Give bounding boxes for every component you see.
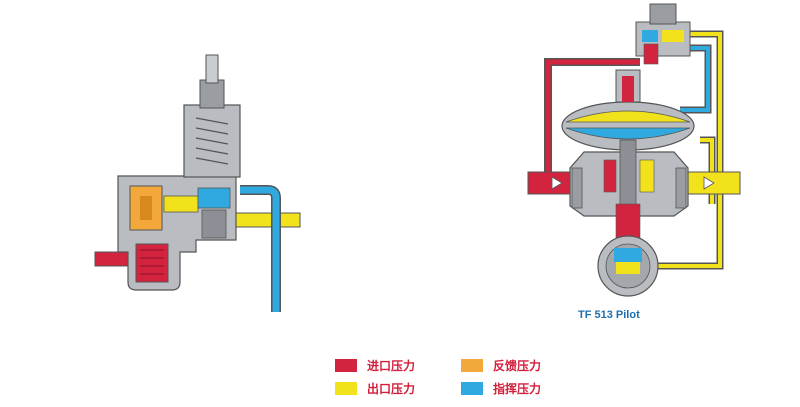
- right-diagram-caption: TF 513 Pilot: [578, 309, 640, 321]
- right-pilot-chamber: [565, 127, 691, 140]
- left-pilot-chamber: [197, 187, 231, 209]
- inlet-flow-arrow: [551, 176, 563, 190]
- left-adjust-screw: [205, 54, 219, 84]
- left-outlet-pipe: [231, 212, 301, 228]
- legend-swatch-feedback: [461, 358, 483, 372]
- legend-swatch-pilot: [461, 381, 483, 395]
- legend-outlet-pressure: 出口压力: [335, 379, 415, 397]
- left-outlet-chamber: [163, 195, 199, 213]
- legend-feedback-pressure: 反馈压力: [461, 356, 541, 374]
- legend-label-inlet: 进口压力: [367, 358, 416, 373]
- left-pilot-cutaway: [94, 54, 301, 312]
- legend-label-outlet: 出口压力: [367, 381, 416, 396]
- right-regulator-assembly: [527, 3, 741, 297]
- left-spring: [195, 117, 229, 165]
- outlet-flow-arrow: [703, 176, 715, 190]
- legend-label-pilot: 指挥压力: [493, 381, 542, 396]
- legend-swatch-inlet: [335, 358, 357, 372]
- left-pilot-line: [240, 185, 281, 312]
- legend-pilot-pressure: 指挥压力: [461, 379, 541, 397]
- legend-swatch-outlet: [335, 381, 357, 395]
- legend-inlet-pressure: 进口压力: [335, 356, 415, 374]
- legend-label-feedback: 反馈压力: [493, 358, 542, 373]
- right-pilot-loading-line: [680, 44, 712, 114]
